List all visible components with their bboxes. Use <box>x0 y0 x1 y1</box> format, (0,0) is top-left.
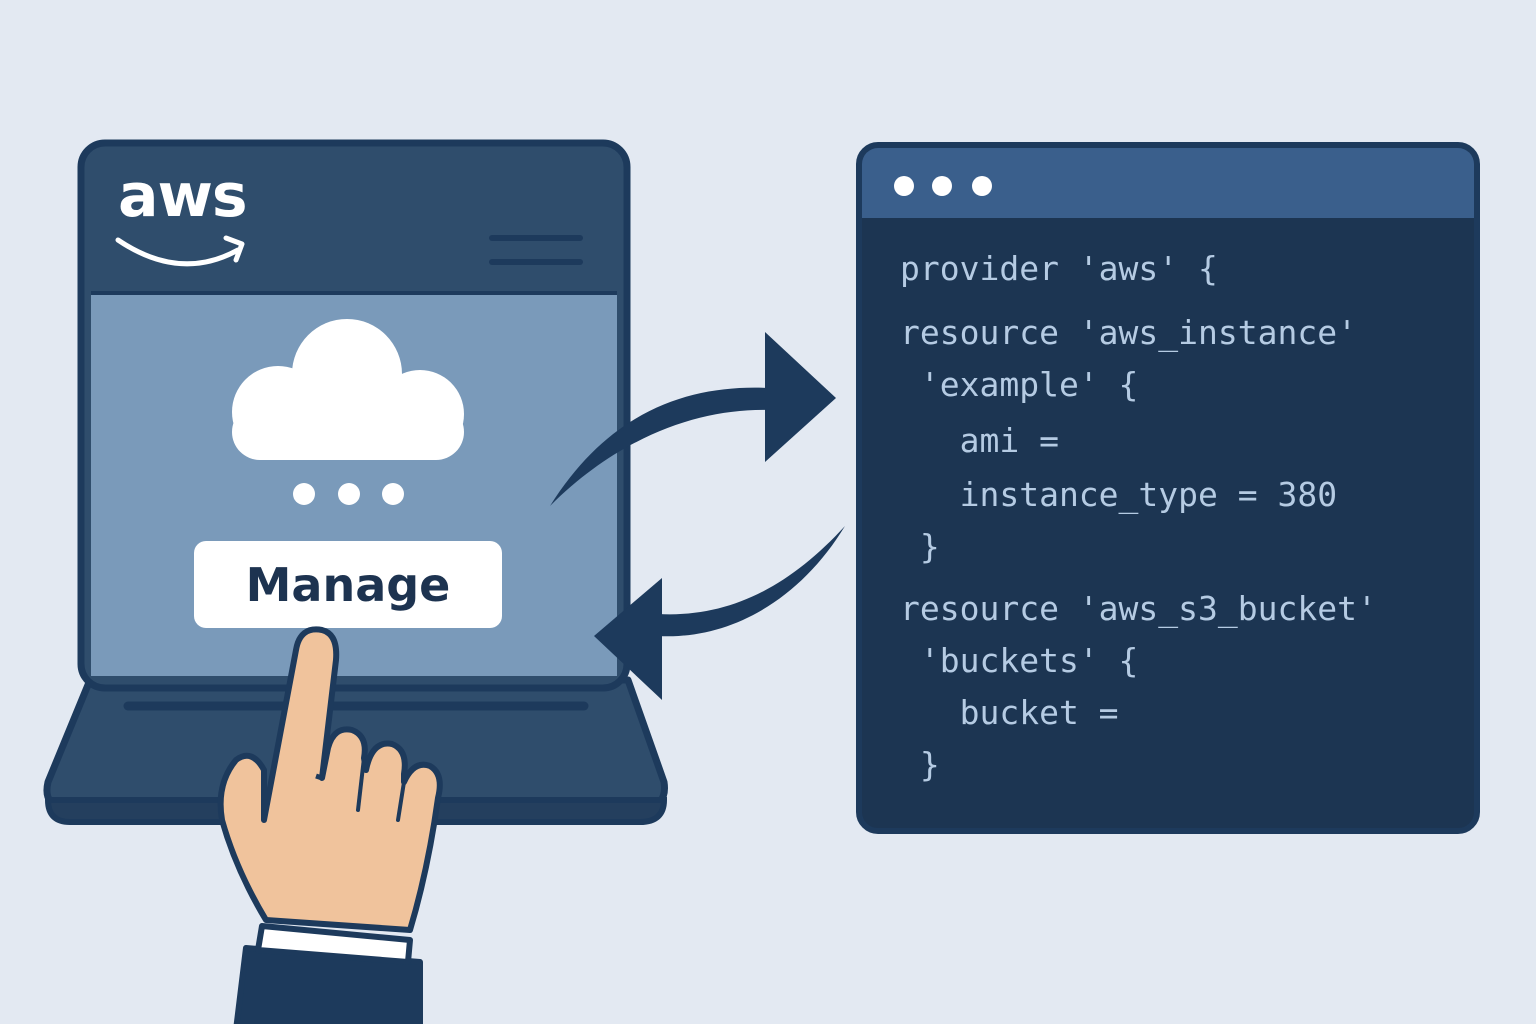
window-dot-icon[interactable] <box>894 176 914 196</box>
sync-arrows-icon <box>550 332 845 700</box>
window-dot-icon[interactable] <box>932 176 952 196</box>
ellipsis-icon <box>293 483 404 505</box>
pointing-hand-icon <box>217 626 443 1024</box>
code-line: 'example' { <box>900 365 1139 404</box>
cloud-icon <box>232 319 464 460</box>
hamburger-menu-icon[interactable] <box>489 235 583 265</box>
aws-smile-icon <box>115 235 245 267</box>
aws-logo: aws <box>118 161 248 231</box>
code-editor-titlebar <box>862 148 1474 218</box>
manage-button[interactable] <box>194 541 502 628</box>
code-line: provider 'aws' { <box>900 249 1218 288</box>
code-editor-window: provider 'aws' { resource 'aws_instance'… <box>856 142 1480 834</box>
code-line: resource 'aws_s3_bucket' <box>900 589 1377 628</box>
code-line: instance_type = 380 <box>900 475 1338 514</box>
code-line: } <box>900 745 940 784</box>
code-line: bucket = <box>900 693 1119 732</box>
code-line: } <box>900 527 940 566</box>
code-line: ami = <box>900 421 1059 460</box>
code-line: resource 'aws_instance' <box>900 313 1357 352</box>
code-line: 'buckets' { <box>900 641 1139 680</box>
window-dot-icon[interactable] <box>972 176 992 196</box>
